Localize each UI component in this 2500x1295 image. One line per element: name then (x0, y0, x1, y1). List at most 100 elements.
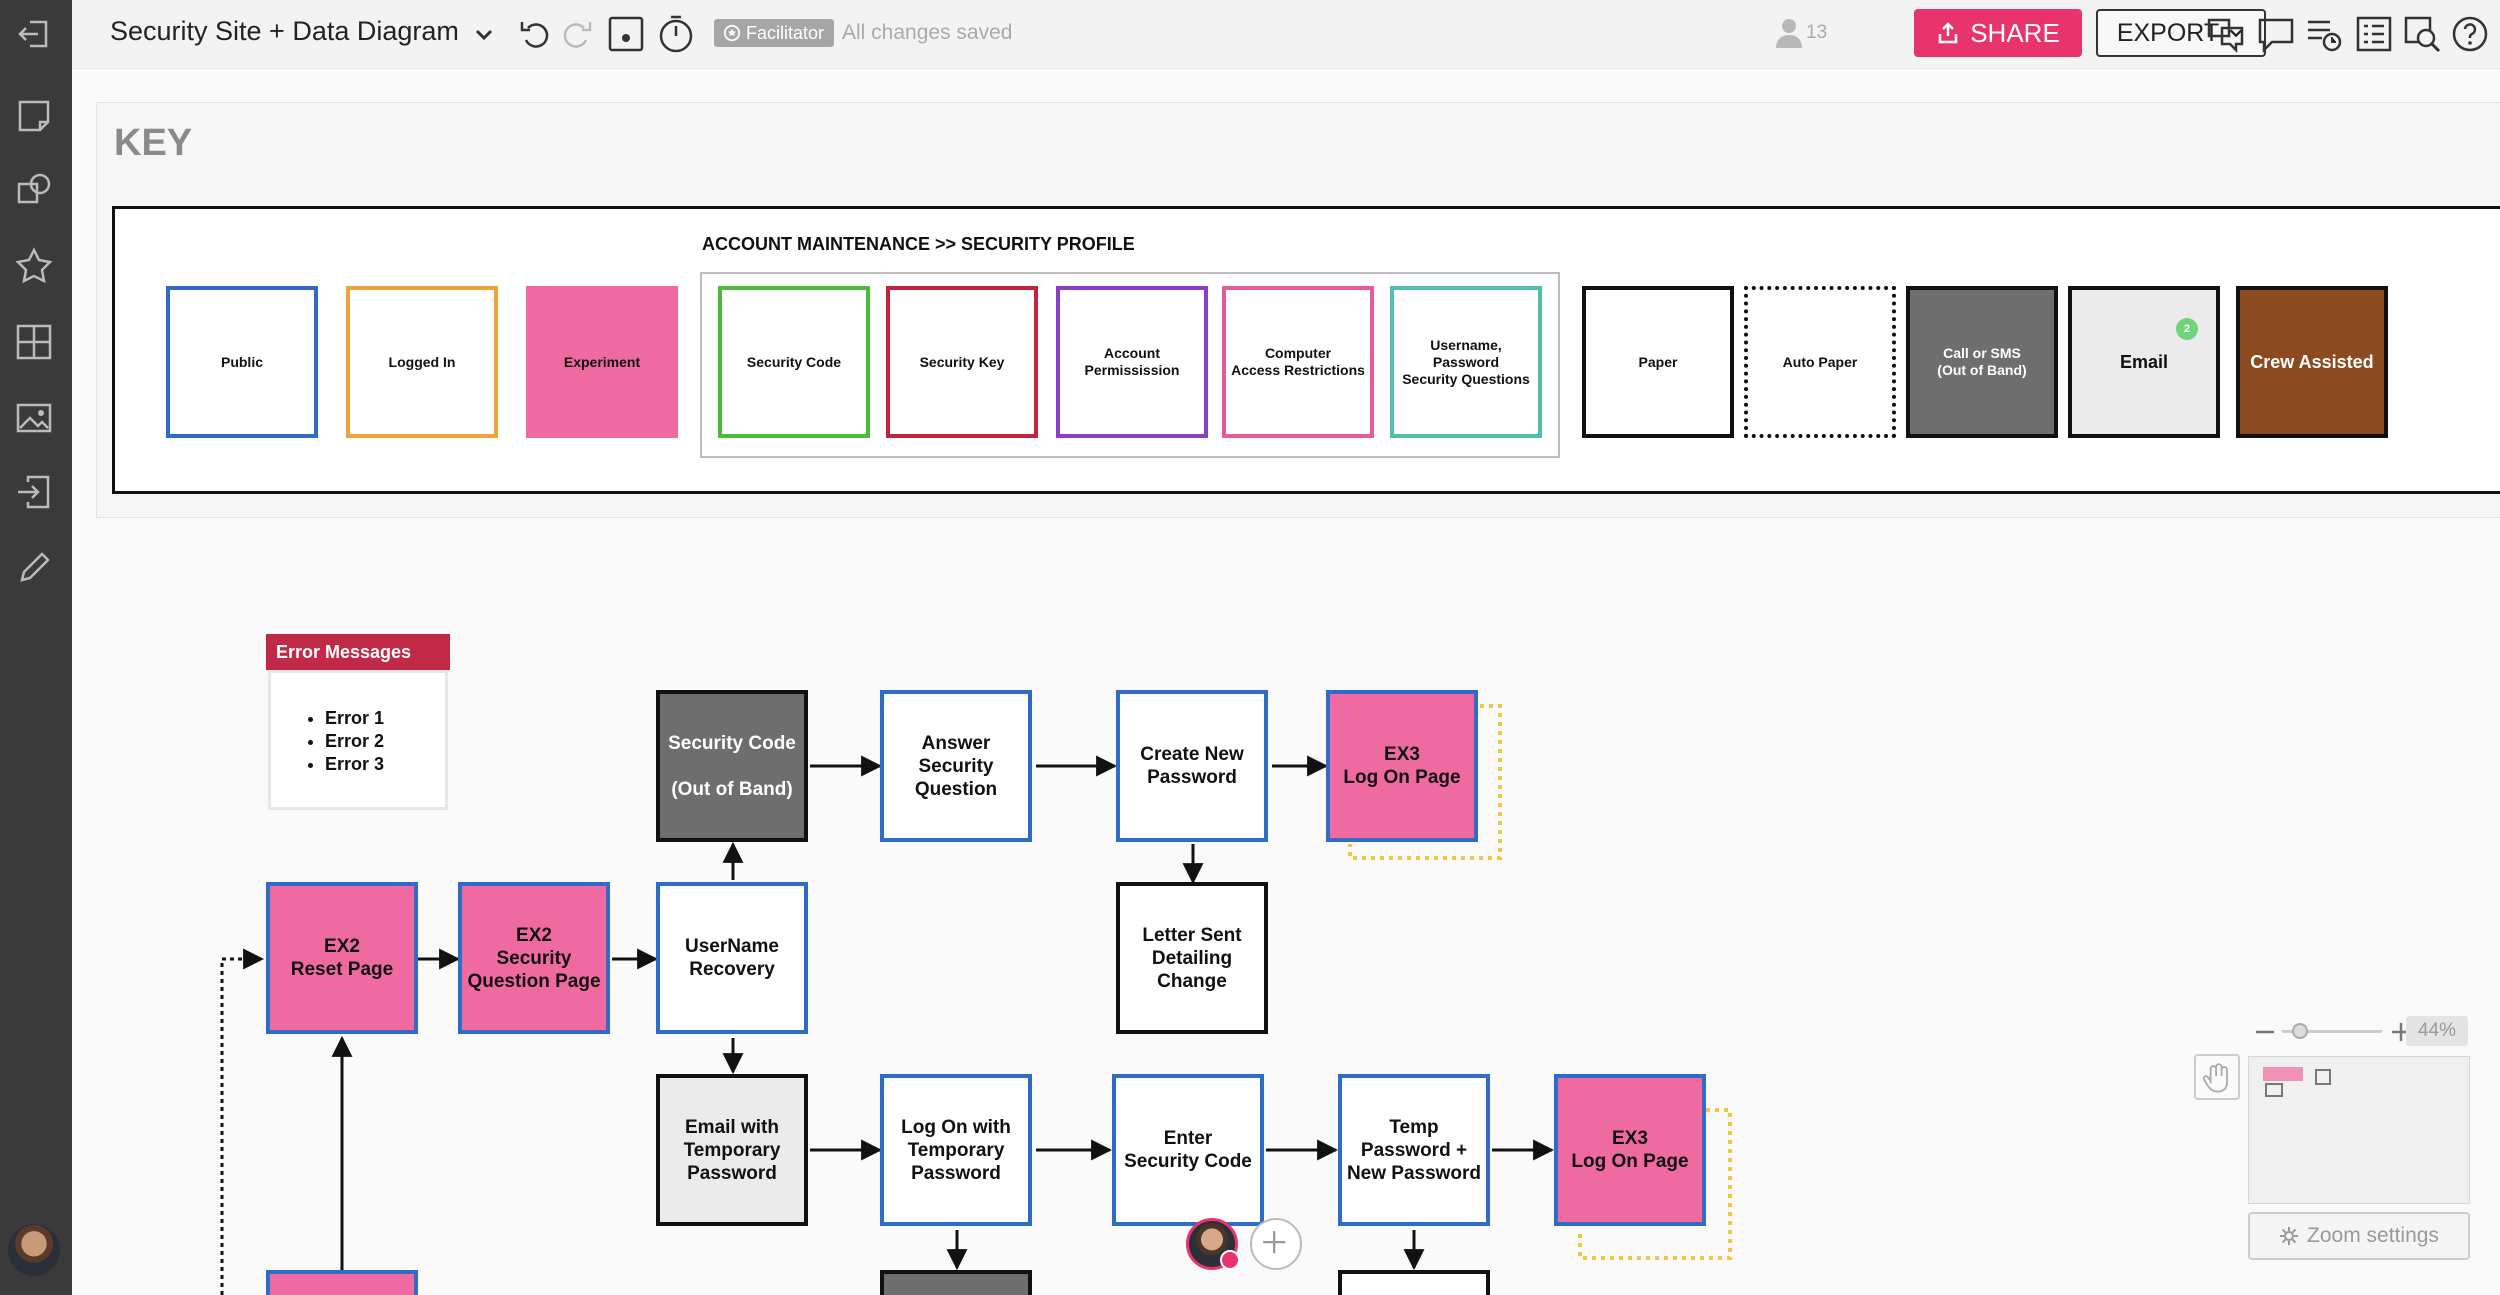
exit-icon[interactable] (14, 14, 54, 54)
gear-icon (2280, 1227, 2299, 1245)
key-item-label: Experiment (563, 353, 641, 370)
ex2-security-question-page-node[interactable]: EX2 Security Question Page (458, 882, 610, 1034)
temp-new-password-node[interactable]: Temp Password + New Password (1338, 1074, 1490, 1226)
key-item[interactable]: Computer Access Restrictions (1222, 286, 1374, 438)
facilitator-star-icon (723, 24, 741, 42)
email-badge: 2 (2176, 318, 2198, 340)
zoom-settings-button[interactable]: Zoom settings (2248, 1212, 2470, 1260)
redo-icon[interactable] (556, 14, 596, 54)
outline-icon[interactable] (2354, 14, 2394, 54)
key-item-label: Public (220, 353, 263, 370)
chat-icon[interactable] (2256, 14, 2296, 54)
key-item-label: Call or SMS (Out of Band) (1937, 345, 2027, 378)
create-new-password-node[interactable]: Create New Password (1116, 690, 1268, 842)
participants-count: 13 (1806, 22, 1828, 43)
share-button[interactable]: SHARE (1914, 9, 2082, 57)
key-item-label: Crew Assisted (2250, 351, 2374, 372)
minimap[interactable] (2248, 1056, 2470, 1204)
key-item[interactable]: Email 2 (2068, 286, 2220, 438)
history-icon[interactable] (2304, 14, 2344, 54)
email-temp-password-node[interactable]: Email with Temporary Password (656, 1074, 808, 1226)
star-icon[interactable] (14, 246, 54, 286)
top-bar: Security Site + Data Diagram Facilitator… (72, 0, 2500, 69)
key-item[interactable]: Security Key (886, 286, 1038, 438)
zoom-settings-label: Zoom settings (2307, 1224, 2439, 1247)
key-item-label: Account Permissission (1084, 345, 1180, 378)
chevron-down-icon[interactable] (472, 22, 496, 46)
hand-icon (2202, 1063, 2228, 1093)
pen-icon[interactable] (14, 548, 54, 588)
key-item-label: Logged In (388, 353, 456, 370)
partial-node[interactable] (880, 1270, 1032, 1295)
key-item[interactable]: Public (166, 286, 318, 438)
undo-icon[interactable] (516, 14, 556, 54)
chevron-down-icon (2229, 29, 2243, 38)
add-collaborator-button[interactable] (1250, 1218, 1302, 1270)
key-item[interactable]: Logged In (346, 286, 498, 438)
zoom-slider-thumb[interactable] (2292, 1023, 2308, 1039)
shapes-icon[interactable] (14, 170, 54, 210)
minus-icon (2256, 1030, 2274, 1034)
search-board-icon[interactable] (2402, 14, 2442, 54)
key-item-label: Computer Access Restrictions (1231, 345, 1365, 378)
board-title[interactable]: Security Site + Data Diagram (110, 16, 459, 46)
error-messages-card[interactable]: Error 1Error 2Error 3 (268, 670, 448, 810)
participants-icon[interactable] (1774, 16, 1804, 50)
key-item-label: Paper (1638, 353, 1678, 370)
collaborator-avatar[interactable] (1186, 1218, 1238, 1270)
key-item[interactable]: Account Permissission (1056, 286, 1208, 438)
error-item: Error 1 (325, 707, 445, 730)
enter-security-code-node[interactable]: Enter Security Code (1112, 1074, 1264, 1226)
key-item-label: Username, Password Security Questions (1402, 336, 1530, 387)
key-title: KEY (114, 122, 193, 164)
dotted-connector (220, 948, 265, 1295)
save-status: All changes saved (842, 21, 1013, 44)
key-item-label: Email (2119, 351, 2169, 372)
key-item[interactable]: Call or SMS (Out of Band) (1906, 286, 2058, 438)
minimap-node (2315, 1069, 2331, 1085)
ex2-reset-page-node[interactable]: EX2 Reset Page (266, 882, 418, 1034)
left-toolbar (0, 0, 72, 1295)
share-label: SHARE (1970, 17, 2060, 48)
username-recovery-node[interactable]: UserName Recovery (656, 882, 808, 1034)
key-item[interactable]: Crew Assisted (2236, 286, 2388, 438)
timer-icon[interactable] (656, 14, 696, 54)
hand-tool-button[interactable] (2194, 1054, 2240, 1100)
key-item[interactable]: Paper (1582, 286, 1734, 438)
letter-sent-node[interactable]: Letter Sent Detailing Change (1116, 882, 1268, 1034)
ex3-log-on-page-top-node[interactable]: EX3 Log On Page (1326, 690, 1478, 842)
key-item-label: Security Code (746, 353, 842, 370)
export-label: EXPORT (2116, 18, 2220, 47)
facilitator-badge[interactable]: Facilitator (714, 19, 835, 47)
key-item[interactable]: Security Code (718, 286, 870, 438)
key-item[interactable]: Experiment (526, 286, 678, 438)
help-icon[interactable] (2450, 14, 2490, 54)
partial-node[interactable] (266, 1270, 418, 1295)
sticky-note-icon[interactable] (14, 96, 54, 136)
key-item-label: Auto Paper (1782, 353, 1858, 370)
key-group-title: ACCOUNT MAINTENANCE >> SECURITY PROFILE (702, 234, 1135, 254)
image-icon[interactable] (14, 398, 54, 438)
user-avatar[interactable] (8, 1224, 60, 1276)
plus-icon (1263, 1231, 1286, 1254)
error-item: Error 3 (325, 753, 445, 776)
key-item-label: Security Key (919, 353, 1005, 370)
frame-icon[interactable] (606, 14, 646, 54)
zoom-level[interactable]: 44% (2406, 1016, 2468, 1046)
grid-icon[interactable] (14, 322, 54, 362)
zoom-slider-track[interactable] (2282, 1030, 2382, 1033)
minimap-node (2265, 1083, 2283, 1097)
key-item[interactable]: Auto Paper (1744, 286, 1896, 438)
export-button[interactable]: EXPORT (2096, 9, 2266, 57)
error-list: Error 1Error 2Error 3 (271, 707, 445, 776)
import-icon[interactable] (14, 472, 54, 512)
ex3-log-on-page-bottom-node[interactable]: EX3 Log On Page (1554, 1074, 1706, 1226)
key-item[interactable]: Username, Password Security Questions (1390, 286, 1542, 438)
log-on-temp-password-node[interactable]: Log On with Temporary Password (880, 1074, 1032, 1226)
facilitator-label: Facilitator (746, 23, 825, 43)
zoom-out-button[interactable] (2250, 1020, 2280, 1044)
comments-icon[interactable] (2206, 14, 2246, 54)
answer-security-question-node[interactable]: Answer Security Question (880, 690, 1032, 842)
partial-node[interactable] (1338, 1270, 1490, 1295)
security-code-oob-node[interactable]: Security Code (Out of Band) (656, 690, 808, 842)
